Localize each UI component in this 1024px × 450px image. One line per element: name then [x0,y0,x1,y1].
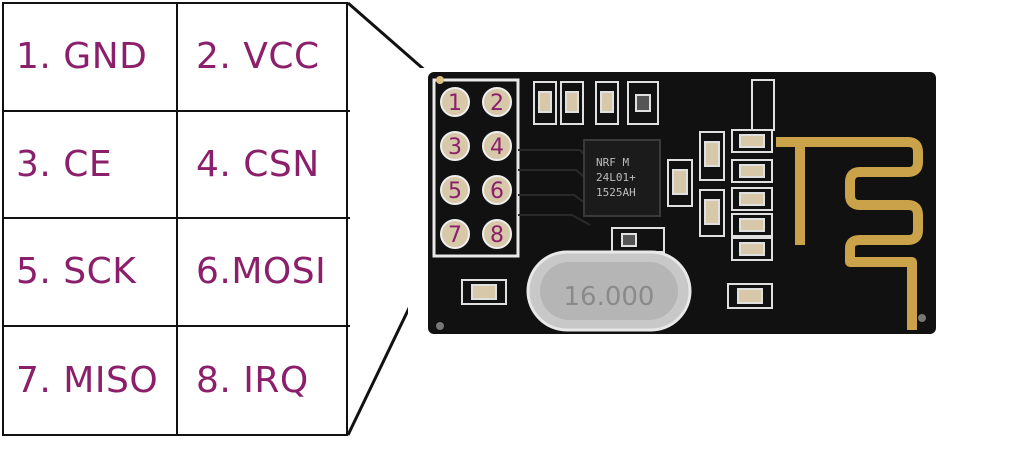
pin-3-number: 3 [448,135,462,160]
pin-2-number: 2 [490,91,504,116]
pin-5-number: 5 [448,179,462,204]
chip-line-3: 1525AH [596,186,636,199]
pin-5-label: 5. SCK [4,219,178,327]
pin-3-label: 3. CE [4,111,178,219]
pin-7-number: 7 [448,223,462,248]
pin-8-label: 8. IRQ [196,359,309,401]
chip-line-1: NRF M [596,156,629,169]
pin-3-pad [440,131,470,161]
chip-line-2: 24L01+ [596,171,636,184]
smd-components [461,79,775,309]
pin-8-number: 8 [490,223,504,248]
pin-1-label: 1. GND [4,4,178,112]
pin-5-pad [440,175,470,205]
pin-2-pad [482,87,512,117]
pin-1-number: 1 [448,91,462,116]
pin-2-label: 2. VCC [178,4,350,112]
pin-7-pad [440,219,470,249]
pin-label-table: 1. GND 2. VCC 3. CE 4. CSN 5. SCK 6.MOSI… [2,2,350,436]
pin-4-number: 4 [490,135,504,160]
pin-6-number: 6 [490,179,504,204]
crystal-label: 16.000 [564,282,655,312]
pcb-antenna [776,137,923,330]
pin-8-pad [482,219,512,249]
pin-header-outline [432,78,520,258]
nrf-chip [583,139,661,217]
pin-4-pad [482,131,512,161]
pin-6-pad [482,175,512,205]
callout-line-top [347,1,437,82]
pin-7-label: 7. MISO [4,326,178,434]
pin-6-label: 6.MOSI [178,219,350,327]
pin-4-label: 4. CSN [178,112,350,219]
pin-1-pad [440,87,470,117]
pin-header: 1 2 3 4 5 6 7 8 [440,87,512,249]
